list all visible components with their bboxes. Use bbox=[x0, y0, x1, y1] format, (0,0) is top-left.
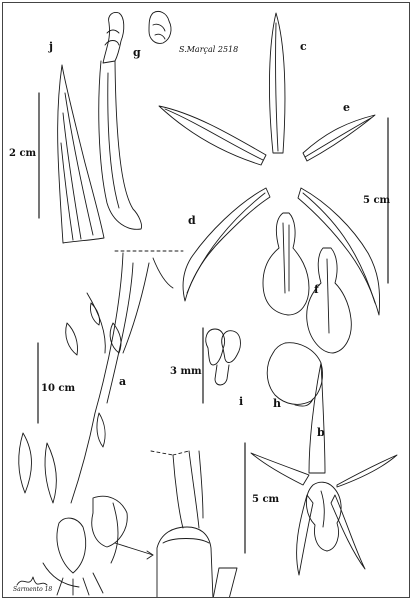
label-i: i bbox=[239, 395, 244, 408]
scale-label-10cm: 10 cm bbox=[41, 383, 76, 394]
pseudobulb-detail-drawing bbox=[150, 450, 238, 597]
label-g: g bbox=[133, 46, 141, 59]
label-a: a bbox=[119, 375, 127, 388]
anther-drawing bbox=[148, 10, 172, 44]
label-d: d bbox=[188, 214, 196, 227]
plate-drawing bbox=[16, 10, 398, 597]
artist-signature: Sarmento 18 bbox=[13, 586, 53, 593]
scale-label-2cm: 2 cm bbox=[9, 148, 37, 159]
flower-drawing-b bbox=[250, 362, 398, 576]
label-h: h bbox=[273, 397, 281, 410]
label-c: c bbox=[300, 40, 307, 53]
scale-label-5cm-flower: 5 cm bbox=[252, 494, 280, 505]
column-drawing-g bbox=[98, 12, 142, 230]
lip-flattened-drawing-h bbox=[266, 342, 323, 407]
label-f: f bbox=[314, 283, 319, 296]
plant-habit-drawing-a bbox=[18, 250, 184, 596]
label-b: b bbox=[317, 426, 325, 439]
dorsal-sepal-drawing-c bbox=[268, 12, 286, 154]
collector-code: S.Marçal 2518 bbox=[179, 45, 239, 54]
petals-drawing-e bbox=[158, 105, 376, 166]
scale-label-3mm: 3 mm bbox=[170, 366, 202, 377]
bract-drawing-j bbox=[57, 64, 105, 244]
label-j: j bbox=[49, 40, 53, 53]
lip-drawing-f bbox=[262, 212, 352, 354]
scale-label-5cm-segments: 5 cm bbox=[363, 195, 391, 206]
scale-bar-lines bbox=[37, 92, 389, 554]
artist-signature-drawing bbox=[16, 576, 48, 586]
lateral-sepals-drawing-d bbox=[182, 187, 381, 316]
pollinia-drawing-i bbox=[205, 328, 241, 386]
label-e: e bbox=[343, 101, 350, 114]
